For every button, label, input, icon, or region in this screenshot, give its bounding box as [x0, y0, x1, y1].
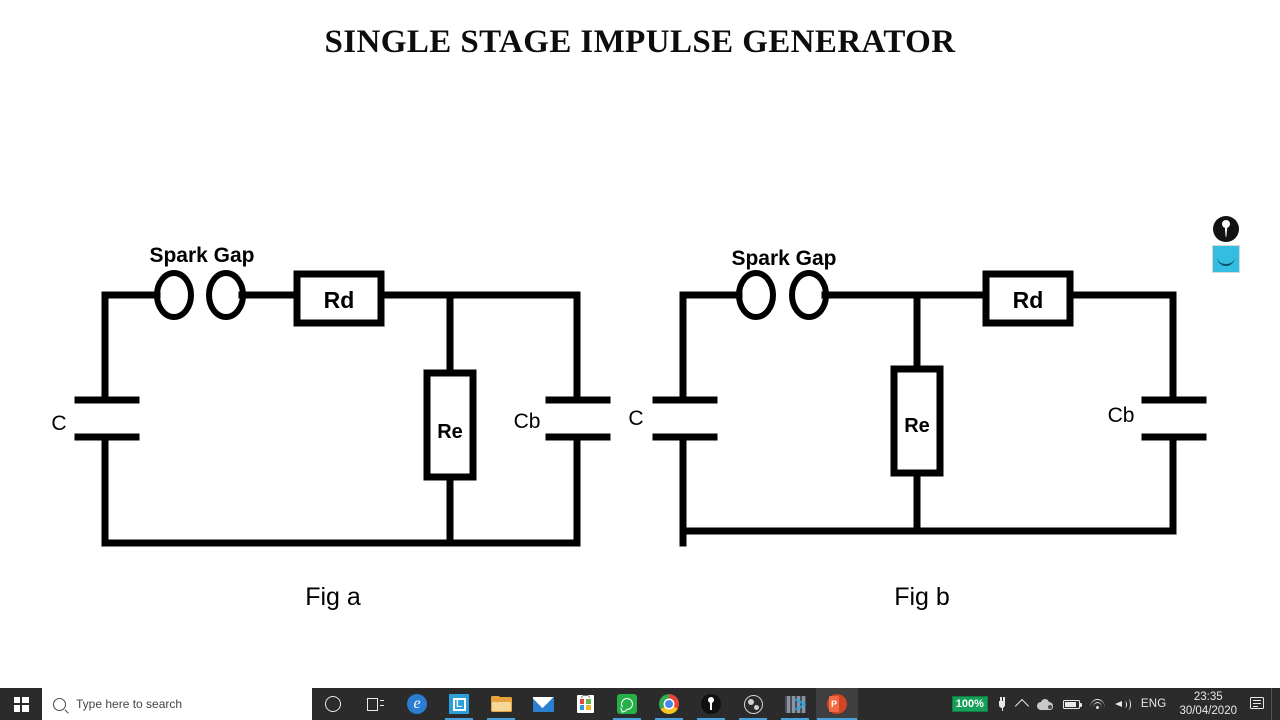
battery-percent-badge[interactable]: 100%	[947, 688, 993, 720]
circuit-diagram: Spark Gap C Rd Re Cb Fig a Spark Gap C R…	[51, 244, 1207, 611]
fig-a-capacitor-cb-label: Cb	[514, 410, 541, 433]
taskbar-button-microsoft-edge[interactable]: e	[396, 688, 438, 720]
power-plug-icon	[998, 697, 1007, 711]
taskbar-button-google-chrome[interactable]	[648, 688, 690, 720]
fig-b-capacitor-c-label: C	[628, 407, 643, 430]
video-editor-icon	[784, 695, 806, 713]
cortana-icon	[325, 696, 341, 712]
taskbar-button-l-app[interactable]: L	[438, 688, 480, 720]
swatch-smile-icon	[1217, 254, 1235, 266]
fig-b-re-label: Re	[904, 415, 930, 437]
mail-icon	[532, 696, 554, 712]
onedrive-icon	[1036, 698, 1053, 710]
tray-volume[interactable]	[1110, 688, 1136, 720]
l-app-icon: L	[449, 694, 469, 714]
epic-pen-icon	[701, 694, 721, 714]
epic-pen-color-swatch[interactable]	[1213, 246, 1239, 272]
tray-power-plug[interactable]	[993, 688, 1012, 720]
fig-b-spark-gap-label: Spark Gap	[731, 247, 836, 270]
tray-battery[interactable]	[1058, 688, 1085, 720]
pen-nib-stem	[1224, 225, 1228, 237]
clock[interactable]: 23:35 30/04/2020	[1171, 688, 1245, 720]
taskbar-button-epic-pen[interactable]	[690, 688, 732, 720]
epic-pen-toolbar[interactable]	[1213, 216, 1241, 274]
folder-icon	[490, 696, 512, 712]
tray-onedrive[interactable]	[1032, 688, 1058, 720]
taskbar-button-video-editor[interactable]	[774, 688, 816, 720]
fig-a-spark-gap-electrode-left	[154, 270, 194, 320]
taskbar-button-cortana[interactable]	[312, 688, 354, 720]
taskbar-button-powerpoint[interactable]: P	[816, 688, 858, 720]
fig-a-spark-gap-label: Spark Gap	[149, 244, 254, 267]
wifi-icon	[1089, 698, 1105, 710]
taskbar-button-obs-studio[interactable]	[732, 688, 774, 720]
edge-icon: e	[407, 694, 427, 714]
fig-b-spark-gap-electrode-left	[736, 270, 776, 320]
tray-notifications[interactable]	[1245, 688, 1271, 720]
store-icon	[576, 695, 594, 713]
fig-a-re-box	[423, 369, 477, 481]
fig-b-capacitor-cb-label: Cb	[1108, 404, 1135, 427]
language-label: ENG	[1140, 698, 1167, 710]
fig-a-caption: Fig a	[305, 583, 361, 611]
figure-b-circuit	[652, 270, 1207, 547]
windows-taskbar[interactable]: Type here to search e L	[0, 688, 1280, 720]
search-input[interactable]: Type here to search	[42, 688, 312, 720]
fig-a-rd-label: Rd	[324, 287, 355, 313]
start-button[interactable]	[0, 688, 42, 720]
fig-a-spark-gap-electrode-right	[206, 270, 246, 320]
tray-language[interactable]: ENG	[1136, 688, 1172, 720]
volume-icon	[1114, 698, 1131, 711]
powerpoint-slide[interactable]: SINGLE STAGE IMPULSE GENERATOR	[0, 0, 1280, 688]
figure-a-circuit	[74, 270, 611, 547]
powerpoint-icon: P	[827, 694, 847, 714]
clock-time: 23:35	[1193, 690, 1223, 703]
search-icon	[42, 697, 76, 711]
chrome-icon	[659, 694, 679, 714]
pen-nib-inner	[1222, 220, 1230, 228]
battery-icon	[1062, 699, 1082, 709]
chevron-up-icon	[1014, 698, 1029, 713]
taskbar-button-task-view[interactable]	[354, 688, 396, 720]
task-view-icon	[366, 697, 384, 711]
system-tray[interactable]: 100%	[947, 688, 1280, 720]
taskbar-button-whatsapp[interactable]	[606, 688, 648, 720]
page-title: SINGLE STAGE IMPULSE GENERATOR	[324, 24, 956, 60]
fig-b-rd-label: Rd	[1013, 287, 1044, 313]
battery-percent-label: 100%	[951, 695, 988, 713]
tray-network[interactable]	[1085, 688, 1110, 720]
windows-logo-icon	[13, 696, 29, 712]
fig-b-caption: Fig b	[894, 583, 950, 611]
show-desktop-button[interactable]	[1271, 688, 1280, 720]
pen-nib-icon[interactable]	[1213, 216, 1239, 242]
search-placeholder: Type here to search	[76, 697, 183, 711]
fig-b-rd-box	[982, 270, 1074, 327]
whatsapp-icon	[617, 694, 637, 714]
taskbar-button-microsoft-store[interactable]	[564, 688, 606, 720]
notifications-icon	[1250, 697, 1266, 711]
clock-date: 30/04/2020	[1179, 705, 1237, 717]
taskbar-button-mail[interactable]	[522, 688, 564, 720]
tray-show-hidden-icons[interactable]	[1012, 688, 1032, 720]
fig-a-re-label: Re	[437, 421, 463, 443]
fig-b-spark-gap-electrode-right	[789, 270, 829, 320]
taskbar-button-file-explorer[interactable]	[480, 688, 522, 720]
obs-icon	[743, 694, 763, 714]
fig-a-capacitor-c-label: C	[51, 412, 66, 435]
